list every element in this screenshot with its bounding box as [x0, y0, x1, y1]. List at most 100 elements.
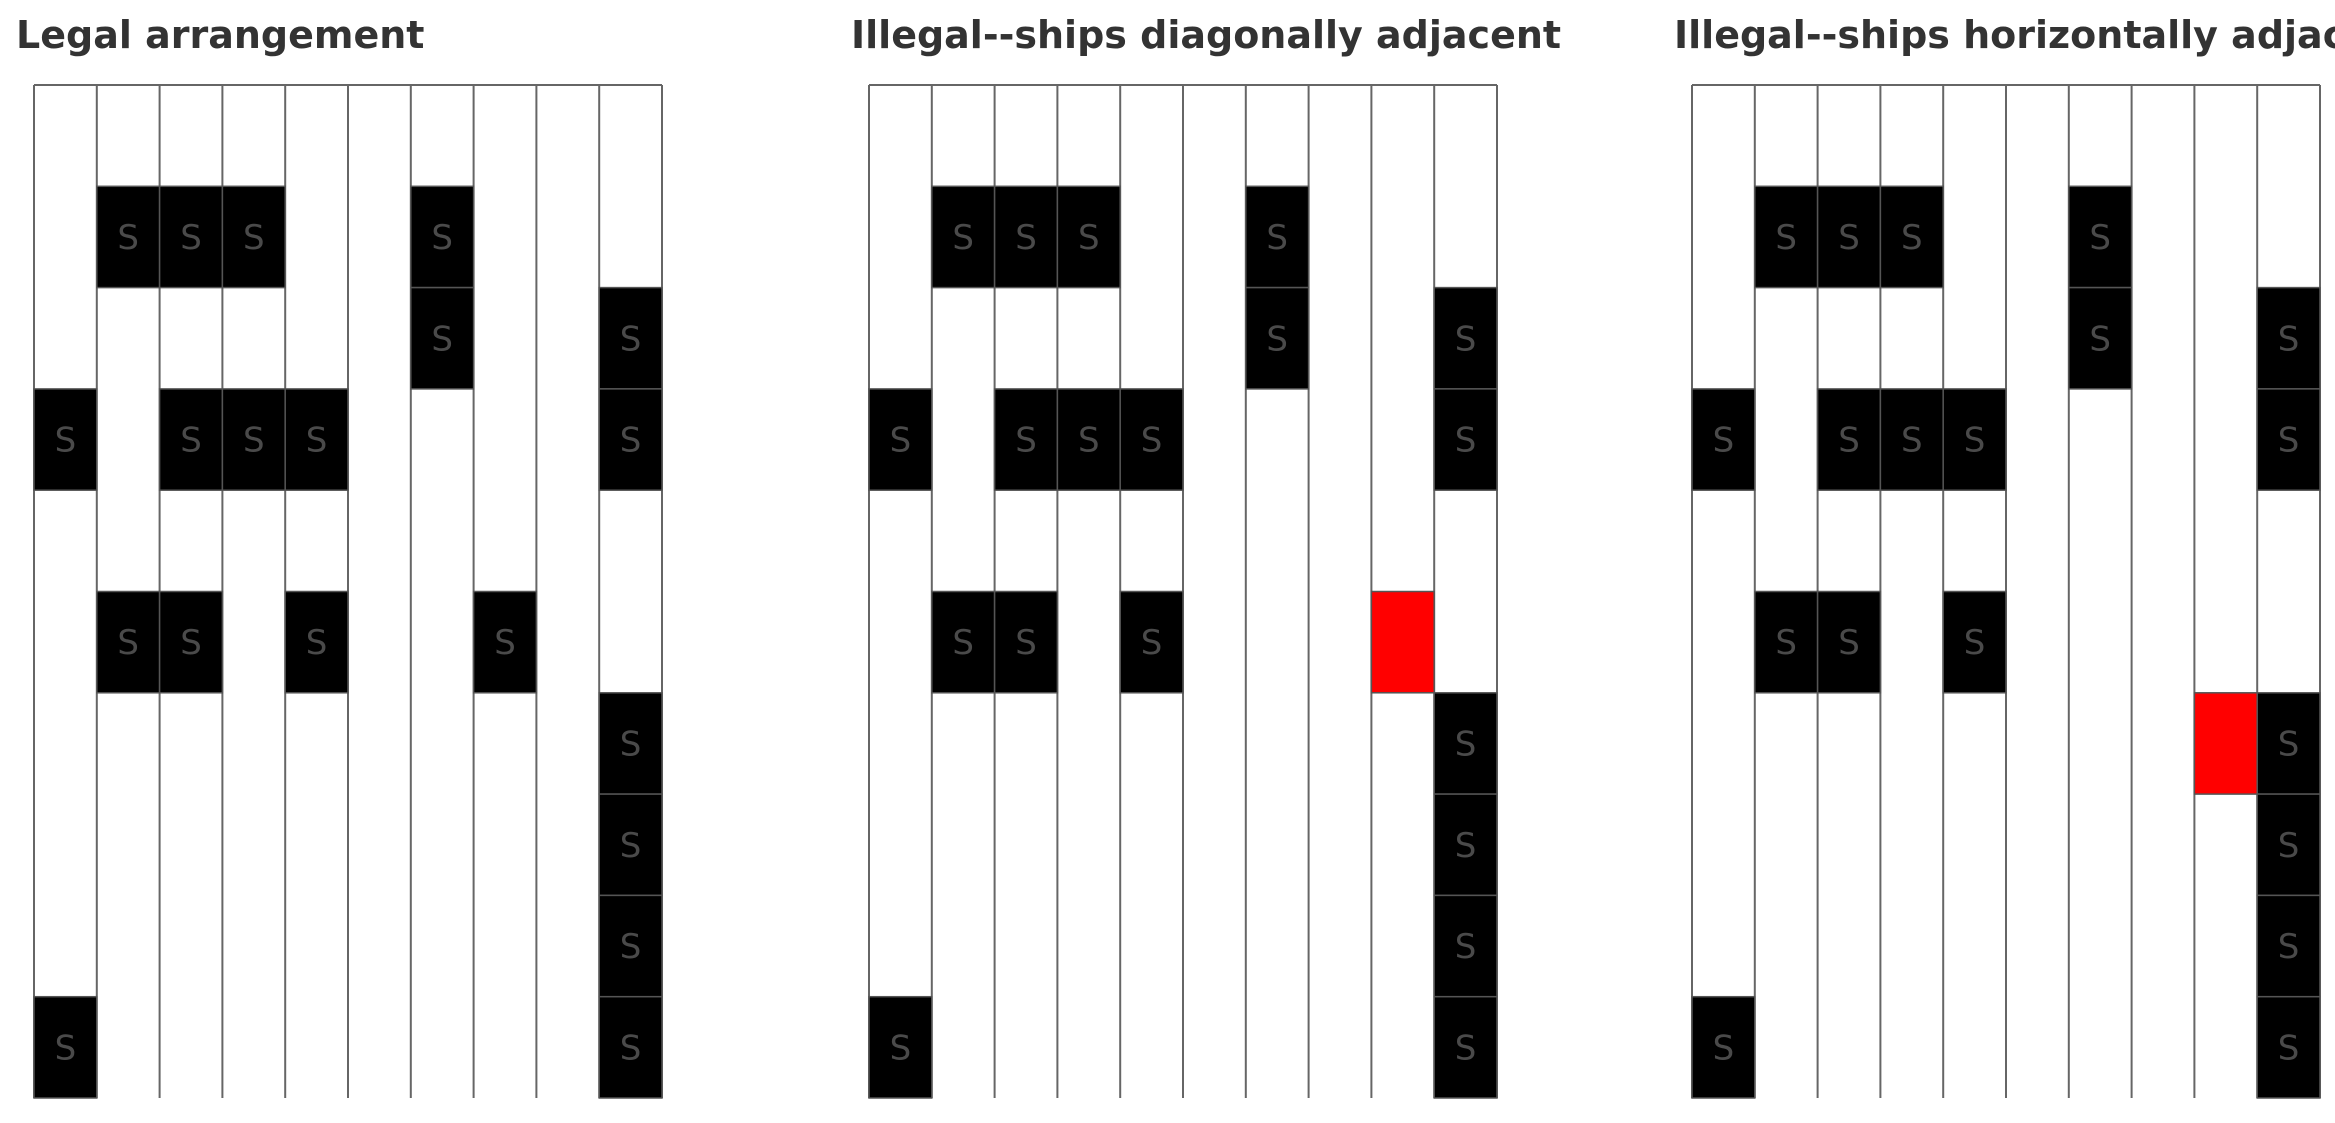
ship-cell — [598, 894, 663, 998]
ship-cell — [1754, 185, 1819, 289]
ship-cell — [33, 388, 98, 491]
ship-cell — [221, 388, 286, 491]
ship-label: S — [1964, 421, 1986, 461]
ship-label: S — [1015, 623, 1037, 663]
ship-label: S — [1775, 623, 1797, 663]
panel-title: Illegal--ships diagonally adjacent — [851, 13, 1562, 57]
ship-label: S — [1455, 421, 1477, 461]
ship-cell — [931, 590, 996, 694]
panel-title: Legal arrangement — [16, 13, 425, 57]
ship-label: S — [1455, 319, 1477, 359]
ship-label: S — [2089, 319, 2111, 359]
ship-label: S — [180, 623, 202, 663]
ship-cell — [1433, 995, 1498, 1099]
ship-cell — [96, 185, 161, 289]
ship-label: S — [1455, 1028, 1477, 1068]
ship-cell — [868, 995, 933, 1099]
ship-label: S — [1964, 623, 1986, 663]
ship-label: S — [1266, 319, 1288, 359]
ship-label: S — [2278, 421, 2300, 461]
ship-cell — [993, 185, 1059, 289]
ship-cell — [410, 286, 475, 390]
ship-label: S — [620, 826, 642, 866]
ship-label: S — [1141, 421, 1163, 461]
ship-label: S — [1455, 724, 1477, 764]
ship-label: S — [117, 623, 139, 663]
ship-label: S — [2278, 724, 2300, 764]
ship-label: S — [1078, 218, 1100, 258]
ship-cell — [993, 388, 1059, 491]
ship-label: S — [952, 623, 974, 663]
ship-label: S — [2278, 319, 2300, 359]
ship-label: S — [2278, 826, 2300, 866]
ship-cell — [472, 590, 538, 694]
ship-cell — [1816, 590, 1882, 694]
ship-cell — [2256, 692, 2321, 795]
ship-label: S — [180, 421, 202, 461]
ship-label: S — [431, 218, 453, 258]
ship-cell — [1056, 185, 1121, 289]
ship-label: S — [1455, 927, 1477, 967]
ship-label: S — [1838, 218, 1860, 258]
ship-label: S — [620, 927, 642, 967]
ship-cell — [2256, 995, 2321, 1099]
ship-cell — [1245, 286, 1310, 390]
ship-cell — [1691, 995, 1756, 1099]
ship-label: S — [620, 421, 642, 461]
ship-label: S — [620, 319, 642, 359]
ship-label: S — [55, 421, 77, 461]
ship-label: S — [890, 421, 912, 461]
ship-label: S — [1713, 421, 1735, 461]
ship-label: S — [1078, 421, 1100, 461]
ship-cell — [993, 590, 1059, 694]
ship-cell — [33, 995, 98, 1099]
ship-label: S — [1775, 218, 1797, 258]
ship-label: S — [431, 319, 453, 359]
ship-cell — [1942, 388, 2007, 491]
ship-cell — [1119, 590, 1184, 694]
ship-cell — [284, 388, 349, 491]
ship-cell — [96, 590, 161, 694]
ship-cell — [221, 185, 286, 289]
ship-label: S — [620, 1028, 642, 1068]
ship-cell — [1056, 388, 1121, 491]
ship-cell — [1691, 388, 1756, 491]
ship-label: S — [55, 1028, 77, 1068]
ship-label: S — [952, 218, 974, 258]
ship-label: S — [306, 623, 328, 663]
ship-cell — [158, 590, 224, 694]
ship-label: S — [1838, 421, 1860, 461]
ship-cell — [598, 995, 663, 1099]
ship-label: S — [1838, 623, 1860, 663]
ship-cell — [410, 185, 475, 289]
ship-cell — [1942, 590, 2007, 694]
ship-cell — [1433, 286, 1498, 390]
conflict-cell — [2193, 692, 2258, 795]
ship-label: S — [2089, 218, 2111, 258]
ship-cell — [2068, 185, 2133, 289]
ship-label: S — [890, 1028, 912, 1068]
ship-label: S — [1901, 421, 1923, 461]
ship-cell — [931, 185, 996, 289]
ship-cell — [1879, 185, 1944, 289]
ship-cell — [2068, 286, 2133, 390]
ship-cell — [1433, 692, 1498, 795]
ship-cell — [158, 388, 224, 491]
panel-title: Illegal--ships horizontally adjacent — [1674, 13, 2335, 57]
ship-label: S — [117, 218, 139, 258]
ship-label: S — [180, 218, 202, 258]
ship-label: S — [2278, 927, 2300, 967]
ship-label: S — [1266, 218, 1288, 258]
ship-cell — [2256, 388, 2321, 491]
ship-label: S — [243, 421, 265, 461]
ship-label: S — [306, 421, 328, 461]
ship-cell — [598, 388, 663, 491]
ship-label: S — [1015, 421, 1037, 461]
panel-illegal-diagonal: Illegal--ships diagonally adjacent S S S S S… — [851, 0, 1561, 1123]
ship-label: S — [1455, 826, 1477, 866]
ship-cell — [1879, 388, 1944, 491]
